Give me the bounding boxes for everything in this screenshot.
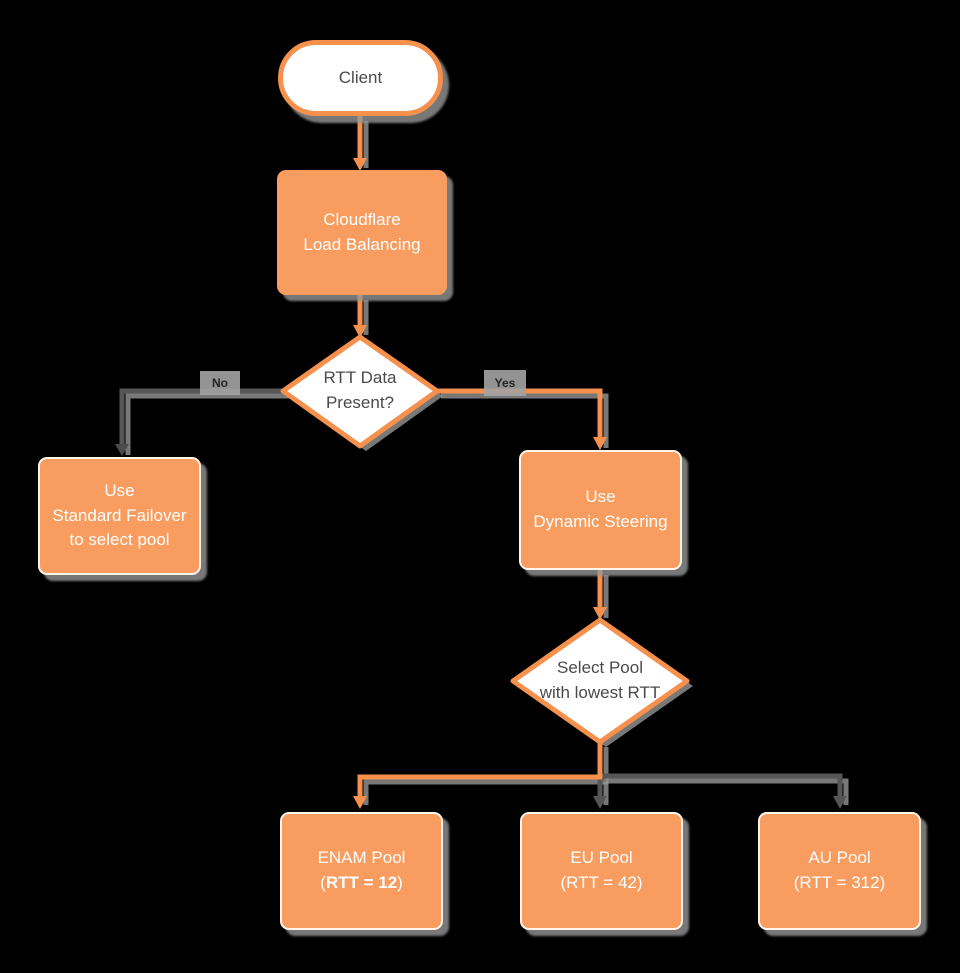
eu-pool-rtt: (RTT = 42) <box>560 871 642 896</box>
edge-label-yes: Yes <box>484 370 526 396</box>
gray-connectors <box>119 388 843 797</box>
au-rtt-open: ( <box>793 873 800 892</box>
edge-no-branch <box>119 388 285 450</box>
arrowhead-to-eu-pool <box>593 796 607 809</box>
client-node: Client <box>278 40 443 116</box>
au-pool-rtt: (RTT = 312) <box>794 871 886 896</box>
rtt-decision-line2: Present? <box>325 393 395 412</box>
edge-label-yes-text: Yes <box>494 376 516 390</box>
enam-rtt-value: RTT = 12 <box>325 873 398 892</box>
eu-pool-name: EU Pool <box>570 848 633 868</box>
eu-pool-node: EU Pool (RTT = 42) <box>520 812 683 930</box>
arrowhead-to-standard-failover <box>115 444 129 456</box>
eu-rtt-close: ) <box>636 873 643 892</box>
enam-rtt-close: ) <box>397 873 403 892</box>
dynamic-steering-line2: Dynamic Steering <box>533 512 668 531</box>
load-balancer-node: Cloudflare Load Balancing <box>277 170 447 295</box>
select-pool-decision-diamond <box>510 617 690 745</box>
arrowhead-to-enam-pool <box>353 796 367 809</box>
select-pool-decision-text: Select Pool with lowest RTT <box>508 645 692 717</box>
standard-failover-line1: Use <box>104 481 135 501</box>
select-pool-line1: Select Pool <box>557 658 643 678</box>
enam-pool-node: ENAM Pool (RTT = 12) <box>280 812 443 930</box>
rtt-decision-diamond <box>280 334 440 449</box>
arrowhead-to-select-pool <box>593 607 607 620</box>
arrowhead-to-lb <box>353 158 367 171</box>
au-pool-node: AU Pool (RTT = 312) <box>758 812 921 930</box>
rtt-decision-text: RTT Data Present? <box>283 354 437 428</box>
arrowhead-to-rtt-decision <box>353 325 367 338</box>
load-balancer-line1: Cloudflare <box>323 209 401 229</box>
edge-label-no-text: No <box>212 376 228 390</box>
rtt-decision-line1: RTT Data <box>323 368 397 388</box>
edge-label-no: No <box>200 371 240 395</box>
eu-rtt-value: RTT = 42 <box>566 873 637 892</box>
enam-rtt-open: ( <box>320 873 326 892</box>
load-balancer-line2: Load Balancing <box>303 234 421 254</box>
arrowhead-to-dynamic-steering <box>593 437 607 450</box>
standard-failover-line2: Standard Failover <box>52 505 187 525</box>
au-rtt-value: RTT = 312 <box>799 873 880 892</box>
client-label: Client <box>338 67 383 87</box>
dynamic-steering-node: Use Dynamic Steering <box>519 450 682 570</box>
standard-failover-node: Use Standard Failover to select pool <box>38 457 201 575</box>
edge-au-branch <box>600 773 843 797</box>
au-rtt-close: ) <box>879 873 886 892</box>
au-pool-name: AU Pool <box>808 848 871 868</box>
eu-rtt-open: ( <box>560 873 567 892</box>
arrowhead-to-au-pool <box>833 796 847 809</box>
enam-pool-name: ENAM Pool <box>317 848 406 868</box>
edge-enam-branch <box>357 742 603 797</box>
dynamic-steering-line1: Use <box>585 487 616 507</box>
enam-pool-rtt: (RTT = 12) <box>320 871 403 896</box>
standard-failover-line3: to select pool <box>69 530 170 550</box>
connector-shadows <box>125 121 849 805</box>
select-pool-line2: with lowest RTT <box>539 683 661 702</box>
